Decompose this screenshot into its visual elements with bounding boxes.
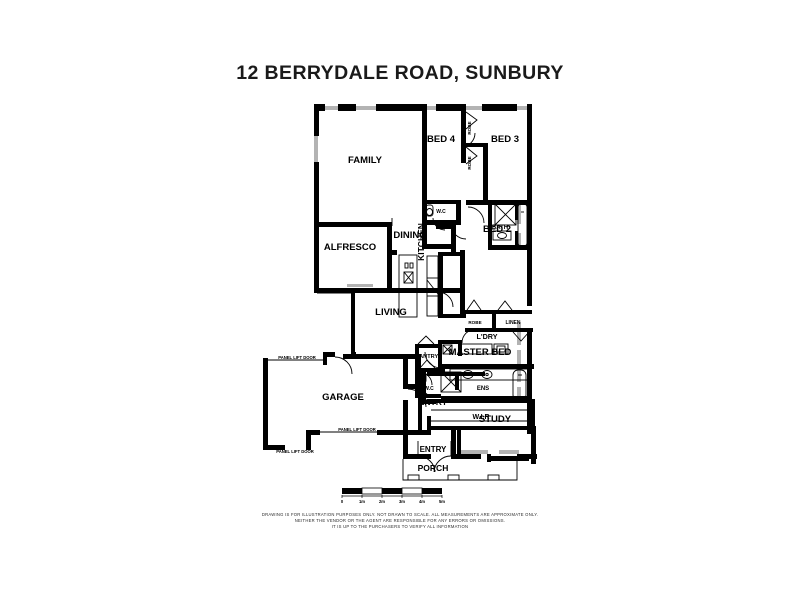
room-label-dining: DINING [393,230,426,241]
disclaimer-line-1: DRAWING IS FOR ILLUSTRATION PURPOSES ONL… [261,512,539,517]
door-labels: PANEL LIFT DOOR PANEL LIFT DOOR PANEL LI… [276,355,376,454]
room-label-entry: ENTRY [419,397,448,407]
room-label-robe-mid: ROBE [467,156,472,169]
room-label-linen: LINEN [506,320,521,326]
room-label-study: STUDY [479,414,512,425]
room-label-ens: ENS [477,386,489,392]
scale-bar-ticks: 0 1m 2m 3m 4m 5m [341,499,445,504]
room-label-bed3: BED 3 [491,134,519,145]
room-label-bed2: BED 2 [483,224,511,235]
scale-bar: 0 1m 2m 3m 4m 5m [0,487,800,510]
room-label-kitchen: KITCHEN [416,223,426,261]
room-label-bath: BATH [492,225,508,231]
scale-tick-5: 5m [439,499,445,504]
room-label-living: LIVING [375,307,407,318]
room-labels: FAMILY BED 4 BED 3 BED 2 ALFRESCO DINING… [322,121,521,473]
fixtures-and-joinery [268,111,531,481]
room-label-robe-top: ROBE [467,121,472,134]
scale-tick-1: 1m [359,499,365,504]
room-label-entry-porch: ENTRY [420,445,447,454]
room-label-alfresco: ALFRESCO [324,242,376,253]
room-label-wc-mid: W.C [424,386,434,392]
disclaimer-line-2: NEITHER THE VENDOR OR THE AGENT ARE RESP… [294,518,506,524]
scale-bar-segments [341,487,443,498]
panel-lift-door-label-2: PANEL LIFT DOOR [338,427,376,432]
room-label-ldry: L'DRY [476,332,497,341]
room-label-wc-top: W.C [436,209,446,215]
walls [263,104,537,464]
room-label-wir: W.I.R [472,414,489,421]
room-label-garage: GARAGE [322,392,364,403]
room-label-family: FAMILY [348,155,383,166]
disclaimer-line-3: IT IS UP TO THE PURCHASERS TO VERIFY ALL… [331,524,469,530]
page-title: 12 BERRYDALE ROAD, SUNBURY [236,62,564,84]
panel-lift-door-label-3: PANEL LIFT DOOR [276,449,314,454]
room-label-robe-bed2: ROBE [468,320,481,325]
floor-plan-drawing: FAMILY BED 4 BED 3 BED 2 ALFRESCO DINING… [255,100,555,490]
scale-tick-4: 4m [419,499,425,504]
panel-lift-door-label-1: PANEL LIFT DOOR [278,355,316,360]
room-label-pantry: PANTRY [416,354,439,360]
room-label-masterbed: MASTER BED [449,347,512,358]
disclaimer-text: DRAWING IS FOR ILLUSTRATION PURPOSES ONL… [0,512,800,531]
scale-tick-2: 2m [379,499,385,504]
room-label-porch: PORCH [418,463,449,473]
door-swings [334,132,485,473]
scale-tick-3: 3m [399,499,405,504]
scale-tick-0: 0 [341,499,344,504]
room-label-bed4: BED 4 [427,134,456,145]
